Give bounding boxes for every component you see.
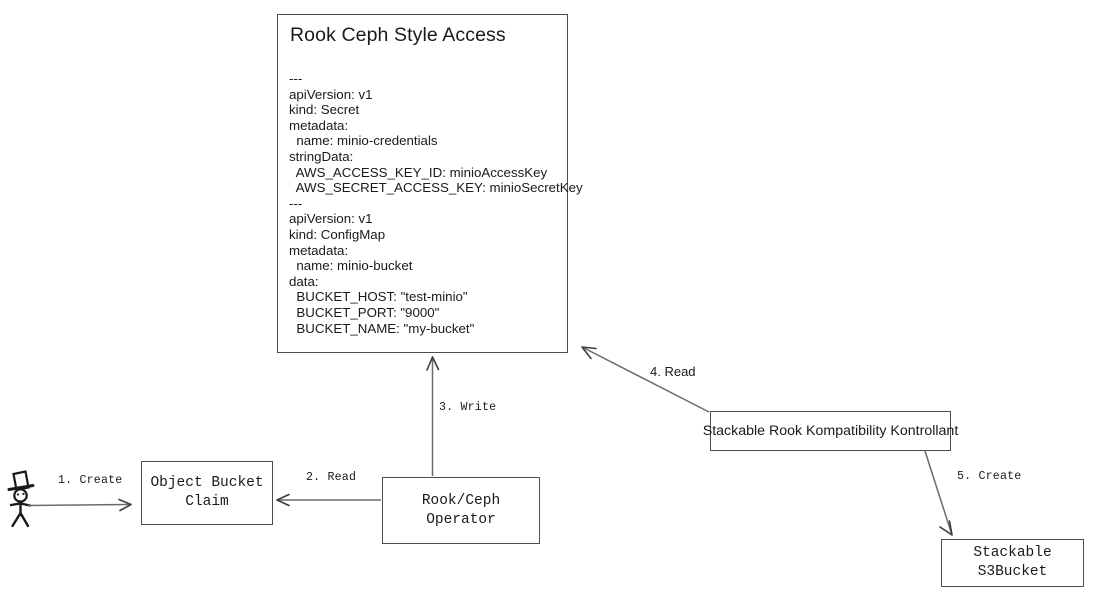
node-label: Stackable S3Bucket: [973, 545, 1052, 580]
edge-arrow-2-read: [276, 493, 381, 507]
node-stackable-s3bucket[interactable]: Stackable S3Bucket: [941, 539, 1084, 587]
edge-label-1-create: 1. Create: [58, 474, 123, 487]
edge-label-4-read: 4. Read: [650, 364, 696, 379]
stick-figure-top-hat-icon[interactable]: [7, 470, 35, 528]
node-rook-ceph-operator[interactable]: Rook/Ceph Operator: [382, 477, 540, 544]
edge-label-5-create: 5. Create: [957, 470, 1022, 483]
panel-title: Rook Ceph Style Access: [290, 24, 506, 46]
node-label: Object Bucket Claim: [150, 475, 264, 510]
edge-arrow-3-write: [426, 356, 440, 476]
edge-label-2-read: 2. Read: [306, 471, 357, 484]
edge-arrow-4-read: [581, 346, 710, 413]
yaml-manifest-text: --- apiVersion: v1 kind: Secret metadata…: [289, 71, 583, 336]
edge-arrow-5-create: [924, 450, 953, 536]
node-label: Rook/Ceph Operator: [421, 492, 501, 528]
rook-ceph-style-access-panel[interactable]: Rook Ceph Style Access --- apiVersion: v…: [277, 14, 583, 353]
node-stackable-rook-kompatibility-kontrollant[interactable]: Stackable Rook Kompatibility Kontrollant: [702, 411, 959, 451]
edge-arrow-1-create: [27, 498, 132, 512]
node-object-bucket-claim[interactable]: Object Bucket Claim: [141, 461, 273, 525]
edge-label-3-write: 3. Write: [439, 401, 497, 414]
node-label: Stackable Rook Kompatibility Kontrollant: [702, 423, 959, 439]
